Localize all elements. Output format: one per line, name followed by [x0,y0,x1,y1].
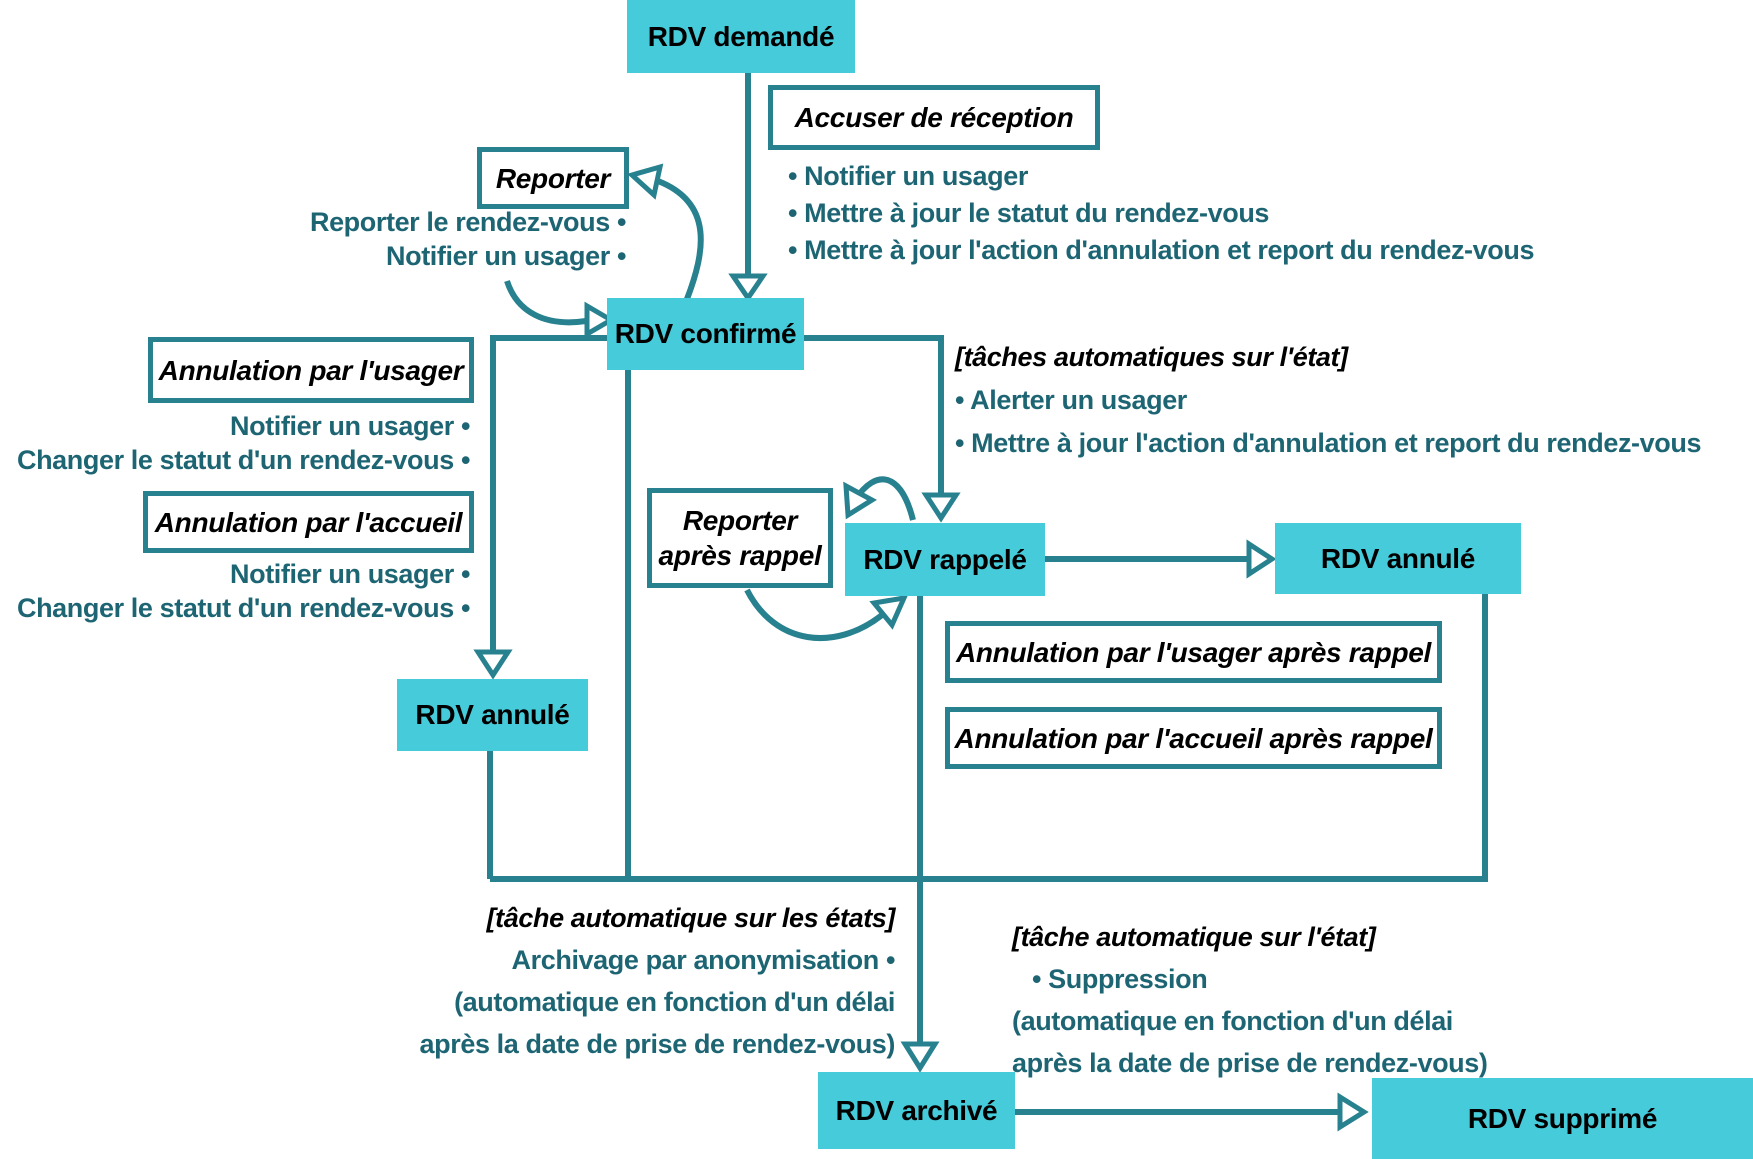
edge-confirme-rappele [801,335,944,497]
action-label: Annulation par l'accueil après rappel [954,722,1433,754]
curve-rappele-reporter-apres [852,476,916,521]
note-line: (automatique en fonction d'un délai [454,987,895,1017]
note-line: Changer le statut d'un rendez-vous • [16,593,470,623]
state-rdv-rappele: RDV rappelé [845,523,1045,596]
note-annulation-usager-tasks: Notifier un usager • Changer le statut d… [17,409,470,477]
arrowhead-into-supprime [1337,1092,1369,1132]
action-reporter-apres-rappel: Reporter après rappel [647,488,833,588]
arrowhead-into-reporter [626,163,664,200]
note-line: Changer le statut d'un rendez-vous • [16,445,470,475]
edge-annule-right-bus [490,592,1488,882]
note-taches-automatiques-rappel: [tâches automatiques sur l'état] • Alert… [955,336,1701,465]
action-annulation-usager-apres-rappel: Annulation par l'usager après rappel [945,621,1442,683]
action-label: Accuser de réception [794,102,1074,133]
note-line: Notifier un usager • [230,411,470,441]
note-annulation-accueil-tasks: Notifier un usager • Changer le statut d… [17,557,470,625]
action-annulation-accueil-apres-rappel: Annulation par l'accueil après rappel [945,707,1442,769]
arrowhead-curve-into-confirme [584,301,616,339]
note-line: • Mettre à jour l'action d'annulation et… [955,428,1702,458]
state-label: RDV archivé [835,1094,998,1126]
state-label: RDV confirmé [614,318,797,349]
note-line: • Alerter un usager [955,385,1187,415]
note-line: • Suppression [1032,964,1208,994]
arrowhead-into-annule-right [1246,539,1277,579]
note-line: (automatique en fonction d'un délai [1012,1006,1453,1036]
arrowhead-into-rappele [921,492,961,523]
action-annulation-accueil: Annulation par l'accueil [143,491,474,553]
note-line: • Mettre à jour le statut du rendez-vous [788,198,1270,228]
state-rdv-confirme: RDV confirmé [607,298,804,370]
state-label: RDV annulé [415,699,570,730]
curve-confirme-reporter [656,178,704,301]
action-label: Annulation par l'accueil [154,506,463,538]
arrowhead-into-archive [900,1041,940,1073]
state-label: RDV rappelé [863,543,1027,575]
arrowhead-into-confirme [728,273,768,303]
curve-reporter-confirme [504,279,587,326]
state-rdv-archive: RDV archivé [818,1072,1015,1149]
note-header: [tâche automatique sur les états] [486,903,896,933]
action-label: Reporter après rappel [658,505,822,571]
action-label: Reporter [495,162,611,194]
state-rdv-annule-left: RDV annulé [397,679,588,751]
action-label: Annulation par l'usager [158,354,464,386]
state-rdv-annule-right: RDV annulé [1275,523,1521,594]
action-label: Annulation par l'usager après rappel [955,636,1432,668]
note-line: • Notifier un usager [788,161,1028,191]
edge-confirme-annule-left [490,335,611,653]
note-accuser-tasks: • Notifier un usager • Mettre à jour le … [788,158,1534,269]
note-line: Notifier un usager • [386,241,626,271]
arrowhead-curve-into-rappele [869,594,909,630]
curve-reporter-apres-rappele [744,588,884,642]
state-label: RDV demandé [647,20,835,52]
note-line: après la date de prise de rendez-vous) [1012,1048,1488,1078]
note-header: [tâche automatique sur l'état] [1012,922,1376,952]
note-line: • Mettre à jour l'action d'annulation et… [788,235,1535,265]
note-suppression: [tâche automatique sur l'état] • Suppres… [1012,916,1488,1084]
note-reporter-tasks: Reporter le rendez-vous • Notifier un us… [310,205,626,273]
action-reporter: Reporter [477,147,629,209]
state-rdv-supprime: RDV supprimé [1372,1078,1753,1159]
note-archivage: [tâche automatique sur les états] Archiv… [419,897,896,1065]
note-header: [tâches automatiques sur l'état] [955,342,1348,372]
note-line: Reporter le rendez-vous • [309,207,626,237]
arrowhead-into-annule-left [473,649,513,680]
state-rdv-demande: RDV demandé [627,0,855,73]
note-line: Notifier un usager • [230,559,470,589]
note-line: après la date de prise de rendez-vous) [419,1029,896,1059]
state-label: RDV supprimé [1467,1102,1658,1134]
note-line: Archivage par anonymisation • [511,945,896,975]
arrowhead-into-reporter-apres [843,481,877,520]
action-accuser-de-reception: Accuser de réception [768,85,1100,150]
state-label: RDV annulé [1320,542,1476,574]
action-annulation-usager: Annulation par l'usager [148,337,474,403]
